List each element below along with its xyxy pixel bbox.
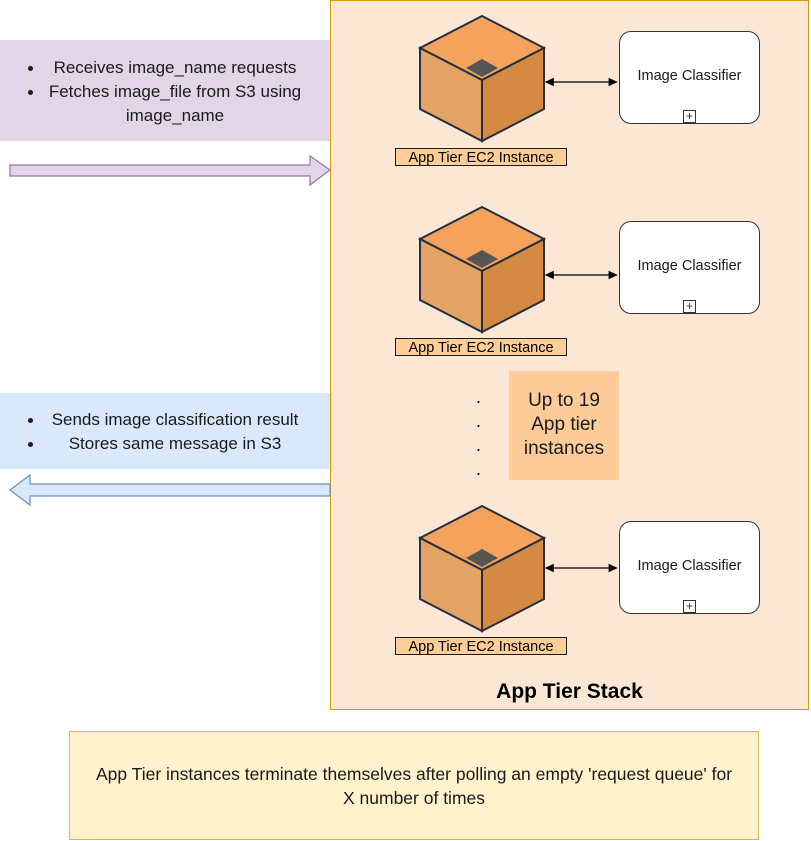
outgoing-flow-arrow — [9, 473, 331, 507]
termination-footnote-text: App Tier instances terminate themselves … — [95, 763, 733, 808]
ellipsis-dot: . — [476, 387, 482, 407]
stack-title: App Tier Stack — [496, 680, 643, 703]
outgoing-response-note: Sends image classification result Stores… — [0, 393, 330, 469]
classifier-label-2: Image Classifier — [637, 258, 742, 274]
expand-plus-icon[interactable]: + — [683, 600, 696, 613]
classifier-label-3: Image Classifier — [637, 558, 742, 574]
ellipsis-dot: . — [476, 435, 482, 455]
outgoing-response-list: Sends image classification result Stores… — [0, 408, 330, 456]
instance-ellipsis: . . . . — [476, 385, 486, 481]
incoming-request-list: Receives image_name requests Fetches ima… — [0, 56, 330, 128]
incoming-item-receive: Receives image_name requests — [20, 56, 330, 80]
outgoing-item-store: Stores same message in S3 — [20, 432, 330, 456]
incoming-request-note: Receives image_name requests Fetches ima… — [0, 40, 330, 141]
classifier-label-1: Image Classifier — [637, 68, 742, 84]
instance-limit-note: Up to 19 App tier instances — [509, 371, 619, 480]
ec2-instance-cube-icon — [417, 14, 547, 143]
incoming-flow-arrow — [9, 154, 332, 187]
instance-limit-line-2: App tier — [531, 414, 597, 435]
image-classifier-2[interactable]: Image Classifier + — [619, 221, 760, 314]
image-classifier-3[interactable]: Image Classifier + — [619, 521, 760, 614]
ellipsis-dot: . — [476, 411, 482, 431]
ec2-instance-cube-icon — [417, 205, 547, 334]
outgoing-item-send: Sends image classification result — [20, 408, 330, 432]
incoming-item-fetch: Fetches image_file from S3 using image_n… — [20, 80, 330, 128]
termination-footnote: App Tier instances terminate themselves … — [69, 731, 759, 840]
instance-label-3: App Tier EC2 Instance — [395, 637, 567, 655]
expand-plus-icon[interactable]: + — [683, 110, 696, 123]
expand-plus-icon[interactable]: + — [683, 300, 696, 313]
ec2-instance-cube-icon — [417, 504, 547, 633]
ellipsis-dot: . — [476, 459, 482, 479]
instance-limit-line-3: instances — [523, 438, 605, 459]
image-classifier-1[interactable]: Image Classifier + — [619, 31, 760, 124]
instance-label-2: App Tier EC2 Instance — [395, 338, 567, 356]
instance-limit-line-1: Up to 19 — [528, 390, 600, 411]
instance-label-1: App Tier EC2 Instance — [395, 148, 567, 166]
